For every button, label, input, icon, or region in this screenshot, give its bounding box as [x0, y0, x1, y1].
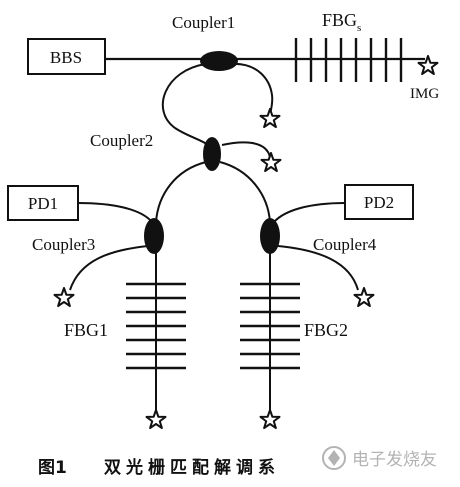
termination-star-c1	[259, 108, 281, 129]
termination-star-c2	[260, 152, 282, 173]
fbg-s-grating	[294, 38, 403, 82]
termination-star-c3	[53, 287, 75, 308]
fiber-pd2-c4	[273, 202, 346, 223]
fiber-c1-branch	[229, 62, 274, 115]
termination-star-c4	[353, 287, 375, 308]
pd1-box: PD1	[7, 185, 79, 221]
coupler1-node	[200, 51, 238, 71]
figure-number: 图1	[38, 458, 67, 478]
bbs-source-box: BBS	[27, 38, 106, 75]
watermark: 电子发烧友	[322, 446, 437, 470]
watermark-text: 电子发烧友	[352, 450, 437, 470]
termination-star-fbg2	[259, 409, 281, 430]
img-label: IMG	[410, 86, 439, 102]
coupler3-node	[144, 218, 164, 254]
coupler1-label: Coupler1	[172, 13, 235, 32]
termination-star-fbg1	[145, 409, 167, 430]
coupler4-label: Coupler4	[313, 235, 377, 254]
coupler2-label: Coupler2	[90, 131, 153, 150]
fbg2-label: FBG2	[304, 320, 348, 340]
fiber-c4-branch	[277, 245, 359, 291]
coupler3-label: Coupler3	[32, 235, 95, 254]
coupler4-node	[260, 218, 280, 254]
fbg2-grating	[240, 282, 300, 370]
coupler2-node	[203, 137, 221, 171]
fiber-c3-branch	[69, 245, 149, 291]
fiber-loop-c1-c2	[161, 63, 215, 151]
pd1-label: PD1	[28, 194, 58, 213]
fiber-c2-c4	[219, 161, 271, 223]
figure-caption: 双光栅匹配解调系	[104, 457, 280, 478]
fbg1-grating	[126, 282, 186, 370]
fiber-pd1-c3	[77, 202, 153, 223]
fbg-s-label: FBGs	[322, 10, 361, 34]
pd2-box: PD2	[344, 184, 414, 220]
fbg1-label: FBG1	[64, 320, 108, 340]
fiber-c2-c3	[155, 161, 207, 223]
bbs-label: BBS	[50, 48, 82, 67]
pd2-label: PD2	[364, 193, 394, 212]
